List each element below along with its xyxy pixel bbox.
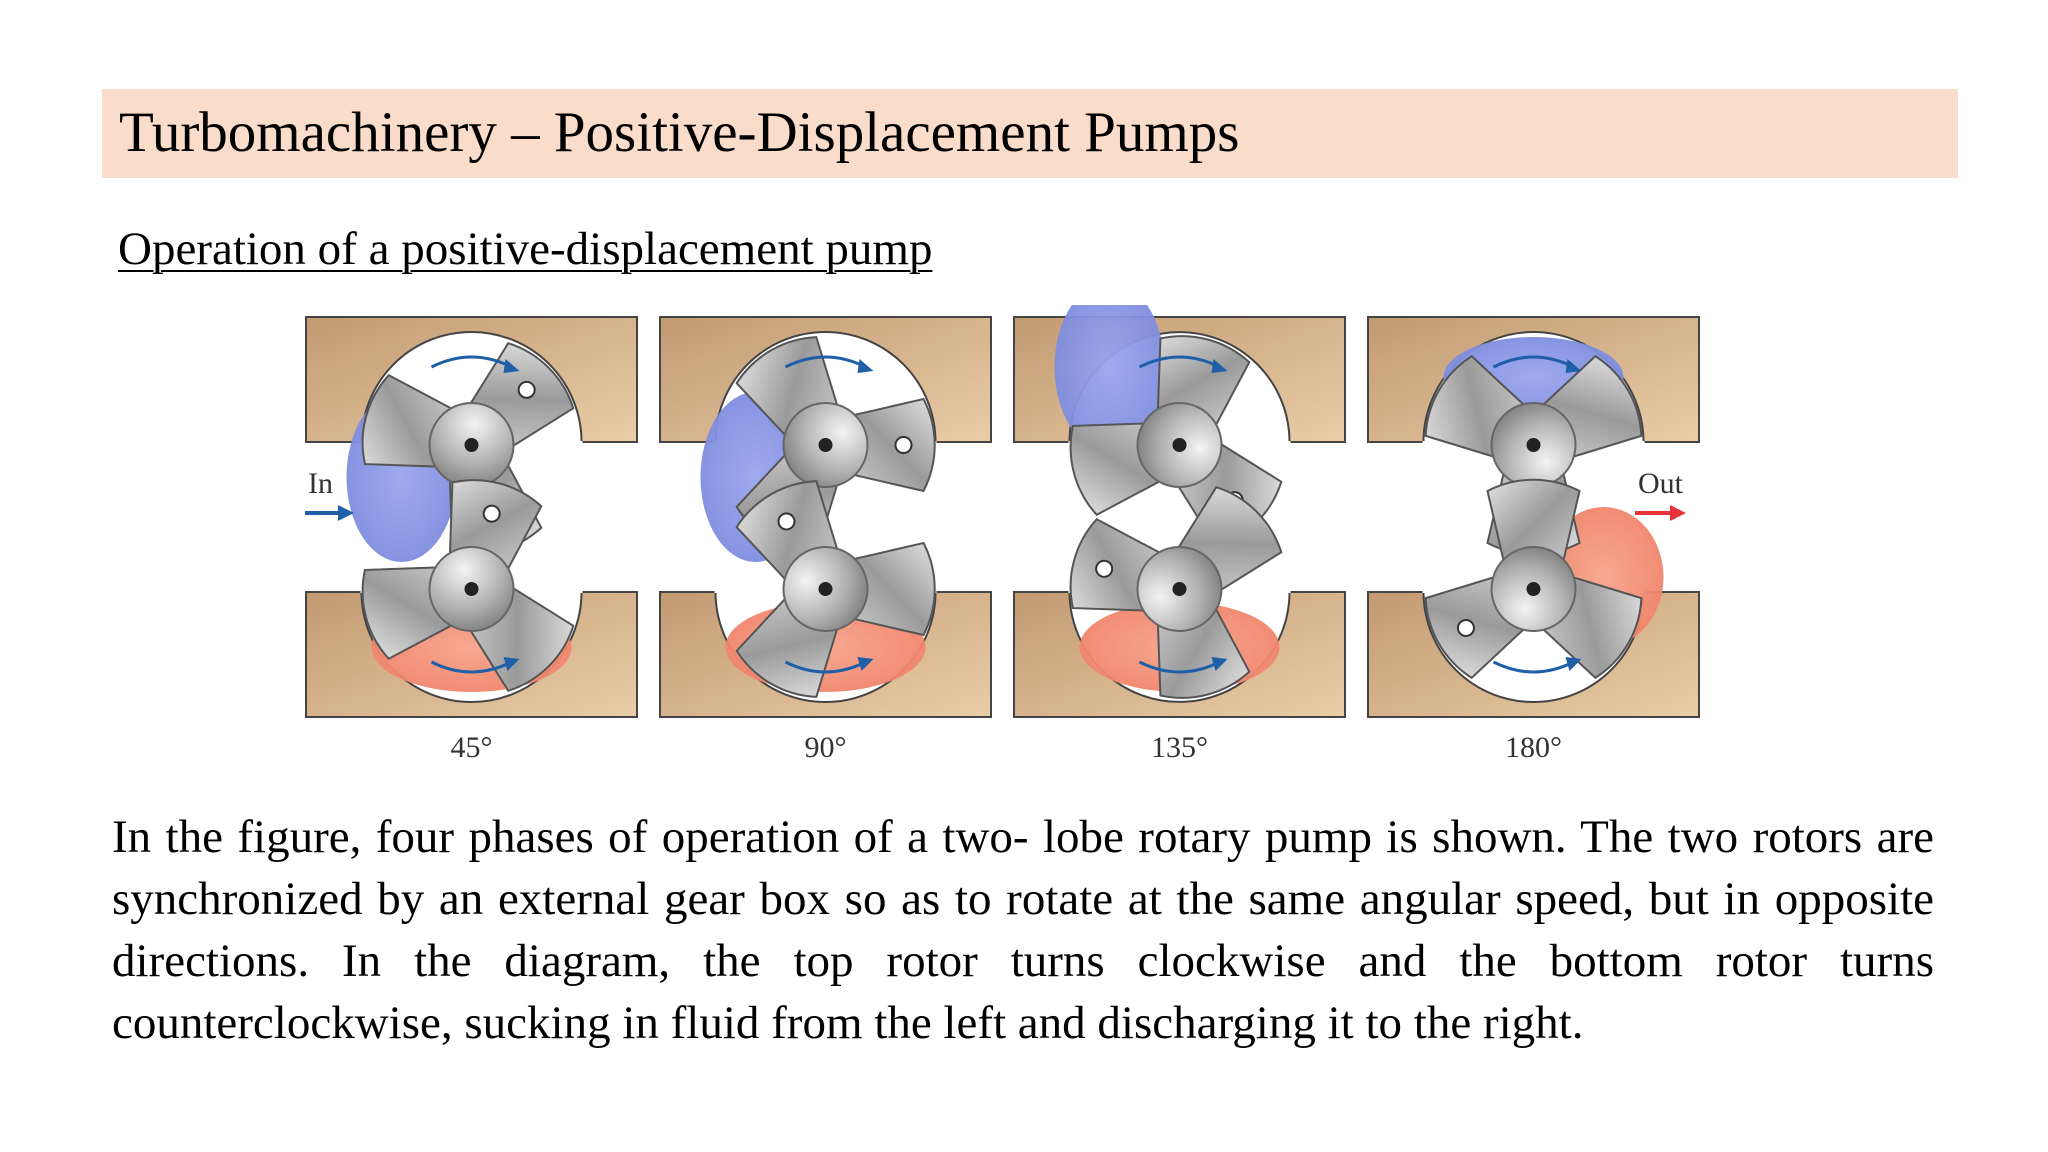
phase-panel-4: 180° <box>1367 316 1700 764</box>
phase-angle-label: 180° <box>1505 731 1562 764</box>
rotor-shaft <box>1172 582 1187 596</box>
counterclockwise-arrow <box>784 660 867 674</box>
counterclockwise-arrowhead <box>1211 657 1228 671</box>
rotor-marker <box>1095 559 1114 578</box>
phase-panel-1: 45° <box>305 316 638 764</box>
rotor-lobe <box>844 397 936 493</box>
bottom-rotor <box>1069 485 1283 699</box>
pump-phase-figure: 45° 90° 135° 180° In Out <box>300 305 1760 775</box>
rotor-marker <box>482 504 501 523</box>
inlet-arrow <box>305 505 354 521</box>
slide-subtitle: Operation of a positive-displacement pum… <box>118 223 933 275</box>
rotor-shaft <box>818 438 833 452</box>
clockwise-arrow <box>1492 355 1575 369</box>
slide-title: Turbomachinery – Positive-Displacement P… <box>119 101 1240 164</box>
counterclockwise-arrowhead <box>857 657 874 671</box>
clockwise-arrow <box>430 355 513 369</box>
counterclockwise-arrowhead <box>1565 657 1582 671</box>
phase-panels: 45° 90° 135° 180° <box>305 305 1700 764</box>
phase-angle-label: 135° <box>1151 731 1208 764</box>
rotor-shaft <box>464 438 479 452</box>
rotor-lobe <box>844 541 936 637</box>
rotor-shaft <box>1526 438 1541 452</box>
rotor-shaft <box>818 582 833 596</box>
bottom-rotor <box>361 479 575 693</box>
rotor-marker <box>1456 619 1475 637</box>
bottom-rotor <box>735 480 936 698</box>
clockwise-arrowhead <box>1565 359 1582 373</box>
counterclockwise-arrowhead <box>503 657 520 671</box>
rotor-marker <box>894 436 913 454</box>
rotor-shaft <box>464 582 479 596</box>
body-paragraph: In the figure, four phases of operation … <box>112 811 1934 1049</box>
clockwise-arrow <box>784 355 867 369</box>
rotor-shaft <box>1526 582 1541 596</box>
phase-panel-3: 135° <box>1013 305 1346 764</box>
rotor-marker <box>777 512 796 531</box>
inlet-fluid <box>1054 305 1165 452</box>
rotor-shaft <box>1172 438 1187 452</box>
rotor-marker <box>517 380 536 399</box>
clockwise-arrowhead <box>503 359 520 373</box>
bottom-rotor <box>1424 478 1643 680</box>
title-bar: Turbomachinery – Positive-Displacement P… <box>102 89 1958 178</box>
phase-panel-2: 90° <box>659 316 992 764</box>
inlet-label: In <box>308 467 333 500</box>
outlet-arrow <box>1635 505 1686 521</box>
phase-angle-label: 45° <box>451 731 493 764</box>
phase-angle-label: 90° <box>805 731 847 764</box>
counterclockwise-arrow <box>430 660 513 674</box>
counterclockwise-arrow <box>1138 660 1221 674</box>
counterclockwise-arrow <box>1492 660 1575 674</box>
clockwise-arrow <box>1138 355 1221 369</box>
outlet-label: Out <box>1638 467 1684 500</box>
rotor-lobe <box>1486 478 1581 570</box>
clockwise-arrowhead <box>857 359 874 373</box>
clockwise-arrowhead <box>1211 359 1228 373</box>
